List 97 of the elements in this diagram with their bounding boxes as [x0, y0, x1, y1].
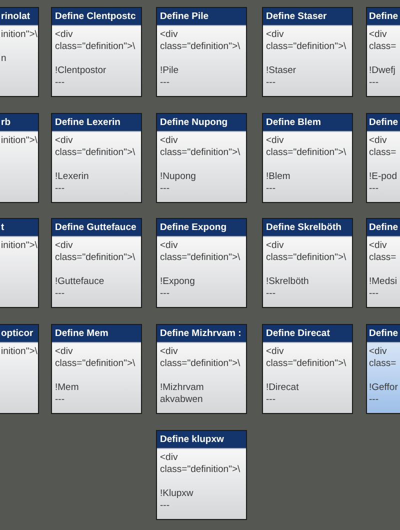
dashes-text: ---: [369, 288, 380, 300]
dashes-text: ---: [160, 183, 170, 195]
definition-name: !Nupong: [160, 171, 197, 183]
definition-card: [0, 324, 39, 414]
card-header: t: [0, 219, 38, 237]
card-header: rb: [0, 114, 38, 132]
card-header: Define: [367, 114, 400, 132]
code-line: <div class="definition">\: [55, 346, 136, 370]
code-line: <div class=: [369, 29, 398, 53]
definition-card: [51, 113, 142, 203]
code-line: <div class="definition">\: [160, 452, 242, 476]
definition-name: !Lexerin: [55, 171, 90, 183]
card-header: Define Mem: [52, 325, 141, 343]
code-line: <div class="definition">\: [266, 29, 348, 53]
definition-card: [262, 218, 353, 308]
dashes-text: ---: [369, 77, 380, 89]
card-header: rinolat: [0, 8, 38, 26]
card-header: opticor: [0, 325, 38, 343]
card-header: Define Expong: [157, 219, 246, 237]
code-line: <div class="definition">\: [160, 29, 242, 53]
code-line: <div class="definition">\: [55, 29, 136, 53]
card-header: Define klupxw: [157, 431, 246, 449]
definition-name: !Staser: [266, 65, 298, 77]
card-header: Define Clentpostc: [52, 8, 141, 26]
definition-name: !Skrelböth: [266, 276, 310, 288]
dashes-text: ---: [160, 288, 170, 300]
card-header: Define Guttefauce: [52, 219, 141, 237]
definition-card: [51, 218, 142, 308]
code-line: <div class="definition">\: [266, 240, 348, 264]
definition-name: !Guttefauce: [55, 276, 106, 288]
code-line: <div class="definition">\: [160, 135, 242, 159]
definition-card: [156, 218, 247, 308]
card-header: Define Nupong: [157, 114, 246, 132]
definition-name: n: [1, 53, 8, 65]
definition-name: !Direcat: [266, 382, 300, 394]
definition-card: [156, 113, 247, 203]
definition-name: !Pile: [160, 65, 180, 77]
definition-card: [0, 113, 39, 203]
dashes-text: ---: [160, 500, 170, 512]
card-header: Define: [367, 8, 400, 26]
card-header: Define Mizhrvam :: [157, 325, 246, 343]
card-header: Define Staser: [263, 8, 352, 26]
definition-name: !Geffor: [369, 382, 399, 394]
code-line: <div class="definition">\: [55, 135, 136, 159]
card-header: Define: [367, 219, 400, 237]
definition-card: [262, 7, 353, 97]
dashes-text: ---: [266, 183, 276, 195]
definition-card: [156, 324, 247, 414]
code-line: inition">\: [1, 346, 38, 358]
dashes-text: ---: [55, 183, 66, 195]
code-line: inition">\: [1, 240, 38, 252]
definition-card: [156, 430, 247, 520]
dashes-text: ---: [369, 183, 380, 195]
definition-name: !Expong: [160, 276, 196, 288]
code-line: <div class="definition">\: [160, 240, 242, 264]
code-line: inition">\: [1, 29, 38, 41]
definition-card: [262, 113, 353, 203]
definition-name: !Mizhrvam akvabwen: [160, 382, 205, 406]
definition-card: [366, 7, 400, 97]
definition-name: !Mem: [55, 382, 80, 394]
definition-name: !Medsi: [369, 276, 398, 288]
definition-name: !Clentpostor: [55, 65, 108, 77]
dashes-text: ---: [55, 394, 66, 406]
code-line: <div class=: [369, 240, 398, 264]
card-header: Define Direcat: [263, 325, 352, 343]
dashes-text: ---: [266, 394, 276, 406]
definition-card: [366, 218, 400, 308]
definition-card: [51, 7, 142, 97]
dashes-text: ---: [55, 288, 66, 300]
definition-card: [0, 7, 39, 97]
card-header: Define Pile: [157, 8, 246, 26]
definition-name: !Klupxw: [160, 488, 194, 500]
code-line: inition">\: [1, 135, 38, 147]
definition-name: !Blem: [266, 171, 292, 183]
dashes-text: ---: [266, 288, 276, 300]
definition-card: [156, 7, 247, 97]
dashes-text: ---: [266, 77, 276, 89]
dashes-text: ---: [160, 77, 170, 89]
card-header: Define Lexerin: [52, 114, 141, 132]
code-line: <div class="definition">\: [160, 346, 242, 370]
code-line: <div class=: [369, 346, 398, 370]
definition-card: [51, 324, 142, 414]
definition-card: [366, 113, 400, 203]
definition-name: !E-pod: [369, 171, 398, 183]
dashes-text: ---: [369, 394, 380, 406]
definition-card: [366, 324, 400, 414]
definition-name: !Dwefj: [369, 65, 396, 77]
code-line: <div class=: [369, 135, 398, 159]
card-header: Define Blem: [263, 114, 352, 132]
code-line: <div class="definition">\: [55, 240, 136, 264]
definition-card: [262, 324, 353, 414]
card-header: Define Skrelböth: [263, 219, 352, 237]
definition-card: [0, 218, 39, 308]
code-line: <div class="definition">\: [266, 346, 348, 370]
card-header: Define: [367, 325, 400, 343]
code-line: <div class="definition">\: [266, 135, 348, 159]
dashes-text: ---: [55, 77, 66, 89]
